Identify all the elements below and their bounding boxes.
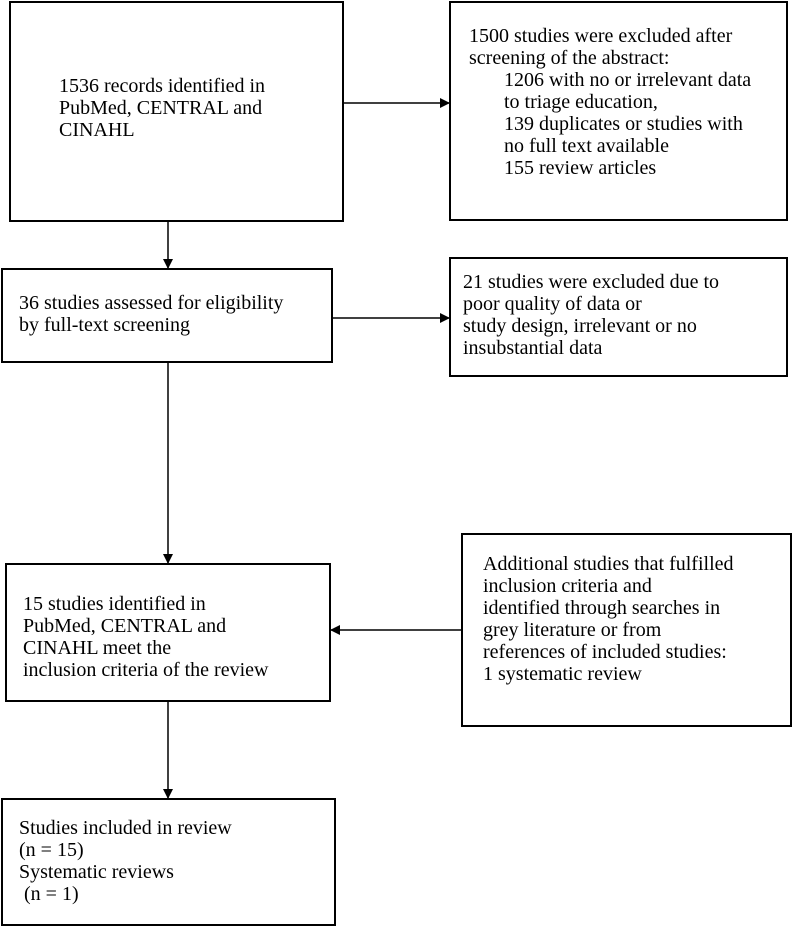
box-text-line: no full text available [504,135,669,157]
assessed-eligibility-box: 36 studies assessed for eligibility by f… [1,268,333,363]
box-text-line: study design, irrelevant or no [463,315,697,337]
box-text-line: 1500 studies were excluded after [469,25,733,47]
box-text-line: PubMed, CENTRAL and [59,97,263,119]
box-text-line: 139 duplicates or studies with [504,113,743,135]
box-text-line: CINAHL [59,119,135,141]
box-text-line: 36 studies assessed for eligibility [19,292,284,314]
box-text-line: 155 review articles [504,157,657,179]
box-text-line: insubstantial data [463,337,603,359]
box-text-line: Studies included in review [19,817,232,839]
box-text-line: 21 studies were excluded due to [463,271,720,293]
box-text-line: to triage education, [504,91,658,113]
additional-studies-box: Additional studies that fulfilled inclus… [461,533,792,727]
box-text-line: inclusion criteria of the review [23,659,269,681]
box-text-line: 15 studies identified in [23,593,206,615]
box-text-line: 1206 with no or irrelevant data [504,69,752,91]
meet-criteria-box: 15 studies identified in PubMed, CENTRAL… [5,563,331,702]
box-text-line: poor quality of data or [463,293,642,315]
box-text-line: screening of the abstract: [469,47,670,69]
box-text-line: by full-text screening [19,314,191,336]
box-text-line: Systematic reviews [19,861,174,883]
included-in-review-box: Studies included in review (n = 15) Syst… [1,798,336,926]
box-text-line: (n = 15) [19,839,84,861]
box-text-line: 1536 records identified in [59,75,266,97]
box-text-line: PubMed, CENTRAL and [23,615,227,637]
excluded-fulltext-box: 21 studies were excluded due to poor qua… [449,257,788,377]
box-text-line: CINAHL meet the [23,637,172,659]
records-identified-box: 1536 records identified in PubMed, CENTR… [9,1,344,222]
box-text-line: identified through searches in [483,597,721,619]
box-text-line: references of included studies: [483,641,727,663]
box-text-line: Additional studies that fulfilled [483,553,734,575]
box-text-line: grey literature or from [483,619,662,641]
excluded-abstract-box: 1500 studies were excluded after screeni… [449,1,788,221]
box-text-line: inclusion criteria and [483,575,652,597]
box-text-line: 1 systematic review [483,663,642,685]
box-text-line: (n = 1) [19,883,79,905]
